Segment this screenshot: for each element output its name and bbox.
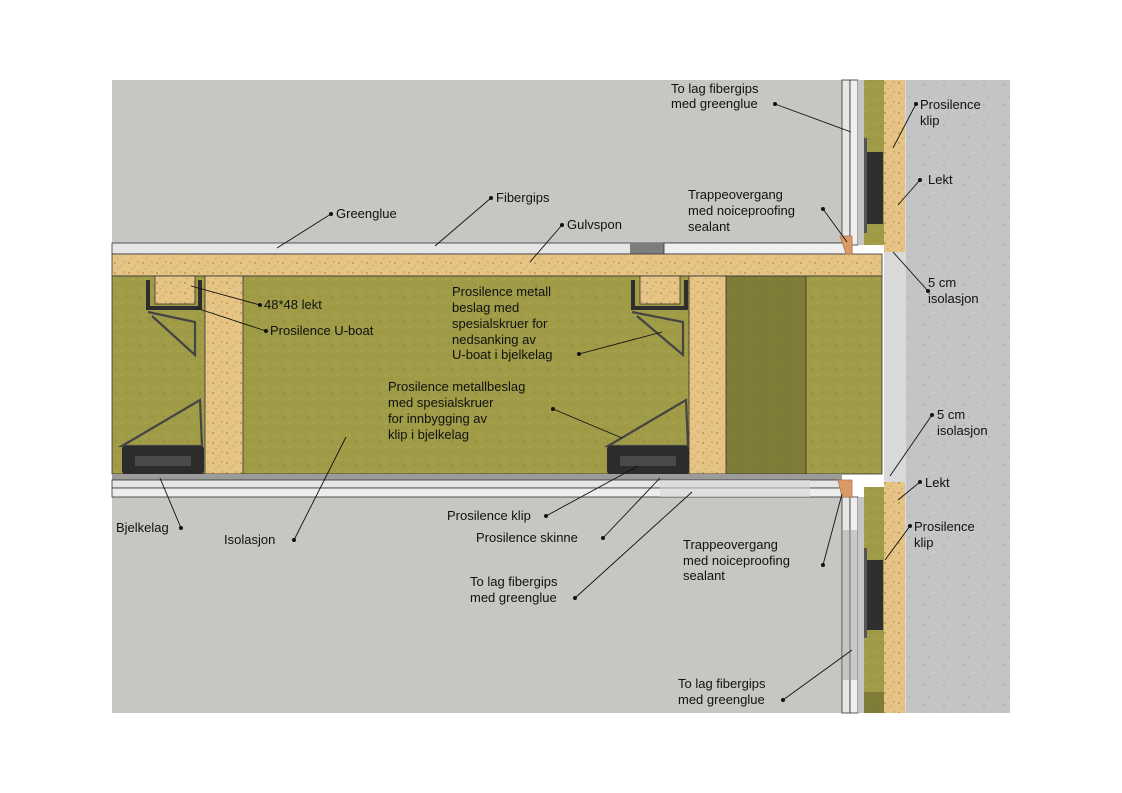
label-bjelkelag: Bjelkelag <box>116 520 169 535</box>
label-trappe-top-1: Trappeovergang <box>688 187 783 202</box>
label-klip-bottom-1: Prosilence <box>914 519 975 534</box>
label-klip-bottom-2: klip <box>914 535 934 550</box>
label-gips-bottom-right-2: med greenglue <box>678 692 765 707</box>
label-klip-top-1: Prosilence <box>920 97 981 112</box>
label-trappe-bottom-1: Trappeovergang <box>683 537 778 552</box>
label-metall-nedsank-1: Prosilence metall <box>452 284 551 299</box>
label-skinne: Prosilence skinne <box>476 530 578 545</box>
label-metall-nedsank-4: nedsanking av <box>452 332 536 347</box>
label-klip-top-2: klip <box>920 113 940 128</box>
label-top-gips-1: To lag fibergips <box>671 81 759 96</box>
label-metall-nedsank-5: U-boat i bjelkelag <box>452 347 552 362</box>
label-metall-nedsank-2: beslag med <box>452 300 519 315</box>
label-metall-nedsank-3: spesialskruer for <box>452 316 548 331</box>
lower-wall-clip-rail <box>864 548 867 638</box>
upper-wall-gips-outer <box>841 79 851 246</box>
label-iso5-bottom-2: isolasjon <box>937 423 988 438</box>
label-klip-mid: Prosilence klip <box>447 508 531 523</box>
label-metall-innbygg-1: Prosilence metallbeslag <box>388 379 525 394</box>
metal-bracket-right-upper <box>631 310 685 358</box>
label-iso5-bottom-1: 5 cm <box>937 407 965 422</box>
lower-wall-clip <box>866 560 883 630</box>
metal-bracket-left-upper <box>147 310 197 358</box>
sealant-bottom <box>837 479 853 498</box>
lower-wall-lekt <box>884 482 905 713</box>
lower-wall-shadow <box>842 530 858 680</box>
upper-wall-gips-inner <box>849 79 859 246</box>
gulvspon-layer <box>111 253 883 277</box>
upper-wall-clip-rail <box>864 138 867 233</box>
label-gips-bottom-mid-1: To lag fibergips <box>470 574 558 589</box>
upper-wall-gap <box>858 80 864 245</box>
lower-room-wall <box>112 497 842 713</box>
label-gips-bottom-right-1: To lag fibergips <box>678 676 766 691</box>
lower-wall-insulation-bottom <box>864 692 884 713</box>
label-lekt-top: Lekt <box>928 172 953 187</box>
joist-right <box>688 275 727 475</box>
label-metall-innbygg-4: klip i bjelkelag <box>388 427 469 442</box>
sealant-top <box>839 235 853 255</box>
clip-block-right-inner <box>620 456 676 466</box>
label-trappe-bottom-3: sealant <box>683 568 725 583</box>
label-metall-innbygg-2: med spesialskruer <box>388 395 494 410</box>
uboat-left <box>146 280 202 310</box>
label-gips-bottom-mid-2: med greenglue <box>470 590 557 605</box>
leaders <box>159 102 934 702</box>
lekt-block-left <box>154 275 196 305</box>
label-lekt-bottom: Lekt <box>925 475 950 490</box>
uboat-right <box>631 280 688 310</box>
label-uboat: Prosilence U-boat <box>270 323 374 338</box>
label-trappe-top-2: med noiceproofing <box>688 203 795 218</box>
label-fibergips: Fibergips <box>496 190 550 205</box>
lower-wall-gap <box>858 497 864 713</box>
label-trappe-bottom-2: med noiceproofing <box>683 553 790 568</box>
concrete-wall <box>905 80 1010 713</box>
ceiling-gips-shade <box>660 480 810 497</box>
clip-block-left-inner <box>135 456 191 466</box>
upper-wall-clip <box>866 152 883 224</box>
label-greenglue: Greenglue <box>336 206 397 221</box>
label-isolasjon: Isolasjon <box>224 532 275 547</box>
upper-wall-lekt <box>884 80 905 252</box>
label-gulvspon: Gulvspon <box>567 217 622 232</box>
floor-top-gips-shade <box>630 243 664 254</box>
label-trappe-top-3: sealant <box>688 219 730 234</box>
joist-left <box>204 275 244 475</box>
label-lekt-48: 48*48 lekt <box>264 297 322 312</box>
joist-insulation-dark <box>726 276 806 474</box>
label-iso5-top-2: isolasjon <box>928 291 979 306</box>
upper-room-wall <box>112 80 842 245</box>
floor-top-gips-light <box>663 242 853 255</box>
label-iso5-top-1: 5 cm <box>928 275 956 290</box>
label-metall-innbygg-3: for innbygging av <box>388 411 488 426</box>
prosilence-skinne <box>112 474 842 480</box>
label-top-gips-2: med greenglue <box>671 96 758 111</box>
lekt-block-right <box>639 275 681 305</box>
